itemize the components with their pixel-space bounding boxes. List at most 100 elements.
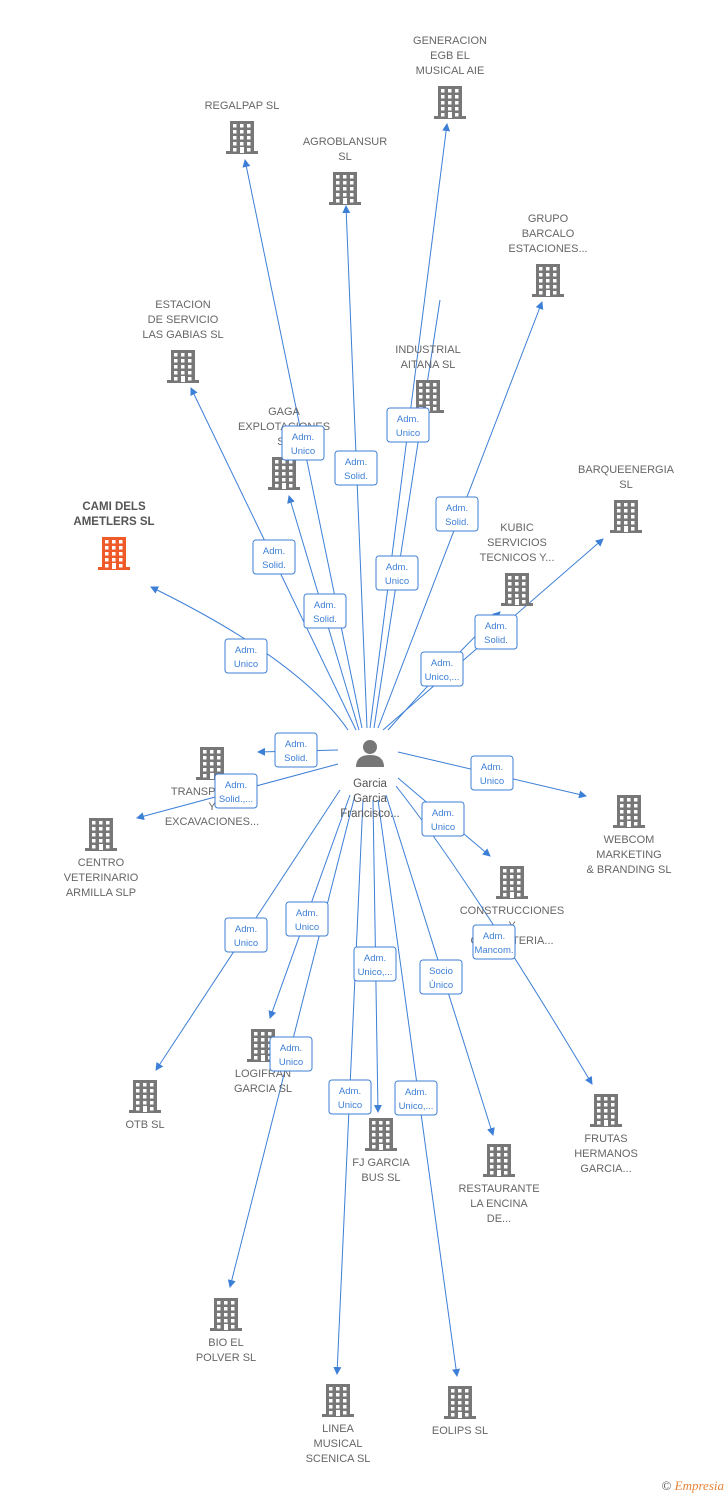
company-name-line: EXCAVACIONES... (165, 816, 259, 828)
person-name-line: Francisco... (340, 808, 399, 820)
company-node-regalpap[interactable]: REGALPAP SL (205, 100, 280, 154)
company-name-line: GARCIA... (580, 1163, 631, 1175)
relation-text-line: Solid. (445, 517, 469, 528)
building-icon (210, 1298, 242, 1331)
relation-label-generacion[interactable]: Adm.Unico (386, 407, 430, 443)
company-node-frutas[interactable]: FRUTASHERMANOSGARCIA... (574, 1094, 638, 1175)
company-name-line: CONSTRUCCIONES (460, 905, 565, 917)
relation-label-generacion[interactable]: Adm.Unico (375, 555, 419, 591)
company-name-line: SCENICA SL (306, 1453, 371, 1465)
company-name-line: AMETLERS SL (73, 516, 154, 528)
relation-label-webcom[interactable]: Adm.Unico (470, 755, 514, 791)
relation-text-line: Adm. (345, 457, 367, 468)
relation-text-line: Adm. (280, 1043, 302, 1054)
relation-text-line: Unico,... (358, 967, 393, 978)
relation-text-line: Socio (429, 966, 453, 977)
company-name-line: ESTACION (155, 299, 210, 311)
center-person-node[interactable]: GarciaGarciaFrancisco... (340, 740, 400, 820)
relation-label-frutas[interactable]: Adm.Mancom. (472, 924, 516, 960)
relation-label-otb[interactable]: Adm.Unico (224, 917, 268, 953)
person-name-line: Garcia (353, 793, 387, 805)
relation-label-centro[interactable]: Adm.Solid.,... (214, 773, 258, 809)
building-icon (613, 795, 645, 828)
relation-text-line: Adm. (364, 953, 386, 964)
building-icon (496, 866, 528, 899)
relation-text-line: Adm. (292, 432, 314, 443)
copyright-symbol: © (661, 1478, 672, 1493)
relation-text-line: Adm. (481, 762, 503, 773)
building-icon (610, 500, 642, 533)
company-name-line: FRUTAS (584, 1133, 627, 1145)
company-name-line: MUSICAL AIE (416, 65, 485, 77)
relation-label-kubic[interactable]: Adm.Unico,... (420, 651, 464, 687)
relation-label-agroblansur[interactable]: Adm.Solid. (334, 450, 378, 486)
person-name-line: Garcia (353, 778, 387, 790)
relation-text-line: Unico (385, 576, 409, 587)
relation-text-line: Adm. (339, 1086, 361, 1097)
company-name-line: ESTACIONES... (508, 243, 587, 255)
relation-label-grupo[interactable]: Adm.Solid. (435, 496, 479, 532)
relation-text-line: Solid. (262, 560, 286, 571)
company-name-line: EGB EL (430, 50, 470, 62)
company-name-line: VETERINARIO (64, 872, 139, 884)
building-icon (329, 172, 361, 205)
company-name-line: REGALPAP SL (205, 100, 280, 112)
relation-label-regalpap[interactable]: Adm. Unico (281, 425, 325, 461)
relation-label-estacion[interactable]: Adm.Solid. (252, 539, 296, 575)
company-name-line: SERVICIOS (487, 537, 547, 549)
company-node-estacion[interactable]: ESTACION DE SERVICIO LAS GABIAS SL (142, 299, 224, 383)
relation-label-logifran[interactable]: Adm.Unico (285, 901, 329, 937)
building-icon (85, 818, 117, 851)
company-name-line: CENTRO (78, 857, 125, 869)
relation-text-line: Solid. (313, 614, 337, 625)
company-name-line: BIO EL (208, 1337, 243, 1349)
company-name-line: MUSICAL (314, 1438, 363, 1450)
company-name-line: LAS GABIAS SL (142, 329, 223, 341)
edge-generacion (373, 299, 441, 729)
company-name-line: BARCALO (522, 228, 575, 240)
company-name-line: CAMI DELS (82, 501, 146, 513)
company-name-line: SL (338, 151, 351, 163)
company-name-line: & BRANDING SL (587, 864, 672, 876)
relation-text-line: Adm. (432, 808, 454, 819)
company-name-line: DE SERVICIO (148, 314, 219, 326)
company-name-line: GAGA (268, 406, 300, 418)
relation-text-line: Adm. (235, 924, 257, 935)
relation-text-line: Adm. (431, 658, 453, 669)
relation-label-cami[interactable]: Adm.Unico (224, 638, 268, 674)
relation-label-bioel[interactable]: Adm.Unico (269, 1036, 313, 1072)
company-node-grupo[interactable]: GRUPOBARCALOESTACIONES... (508, 213, 588, 297)
company-node-eolips[interactable]: EOLIPS SL (432, 1386, 488, 1437)
relation-label-barqueenergia[interactable]: Adm.Solid. (474, 614, 518, 650)
company-node-cami[interactable]: CAMI DELS AMETLERS SL (73, 501, 155, 570)
relation-label-gaga[interactable]: Adm.Solid. (303, 593, 347, 629)
building-icon (501, 573, 533, 606)
company-name-line: EOLIPS SL (432, 1425, 488, 1437)
company-name-line: TECNICOS Y... (480, 552, 555, 564)
building-icon (532, 264, 564, 297)
company-node-otb[interactable]: OTB SL (125, 1080, 165, 1131)
person-icon (356, 740, 384, 767)
relation-label-eolips[interactable]: Adm.Unico,... (394, 1080, 438, 1116)
relation-text-line: Solid.,... (219, 794, 253, 805)
relation-text-line: Unico (338, 1100, 362, 1111)
company-name-line: DE... (487, 1213, 511, 1225)
relation-text-line: Solid. (284, 753, 308, 764)
relation-label-construcciones[interactable]: Adm. Unico (421, 801, 465, 837)
relation-label-transportes[interactable]: Adm.Solid. (274, 732, 318, 768)
relation-text-line: Unico (291, 446, 315, 457)
relation-label-linea[interactable]: Adm. Unico (328, 1079, 372, 1115)
relation-label-fjgarcia[interactable]: Adm. Unico,... (353, 946, 397, 982)
relation-text-line: Unico (431, 822, 455, 833)
